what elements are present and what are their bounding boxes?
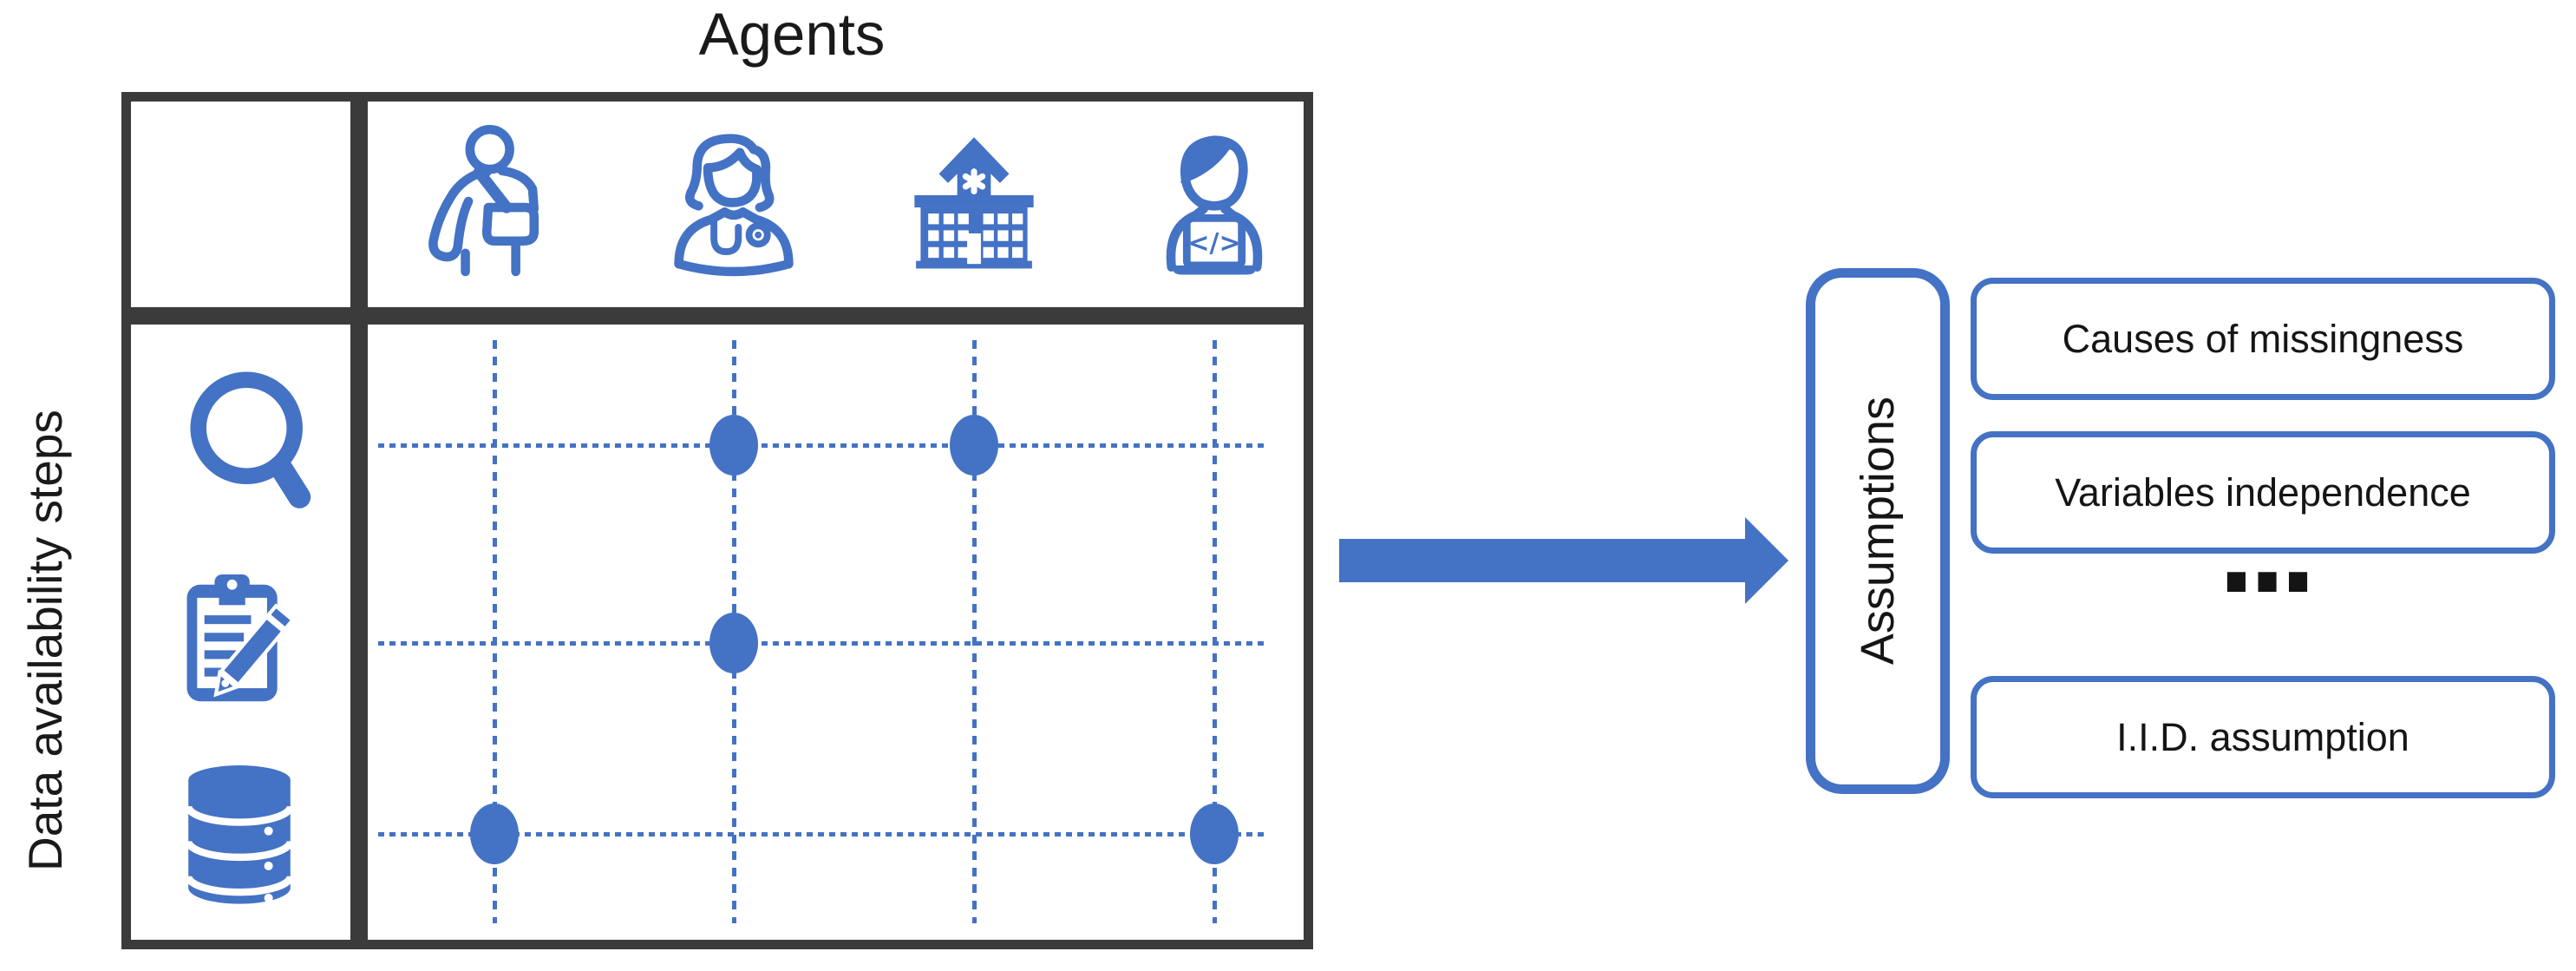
grid-column-line-patient <box>493 340 497 923</box>
assumption-item-label: I.I.D. assumption <box>2116 714 2409 759</box>
developer-laptop-icon: </> <box>1138 125 1291 278</box>
matrix-vertical-divider <box>350 102 368 940</box>
grid-column-line-hospital <box>972 340 977 923</box>
hospital-icon <box>898 125 1050 278</box>
svg-text:</>: </> <box>1187 228 1240 259</box>
assumption-item-iid-assumption: I.I.D. assumption <box>1971 676 2555 798</box>
intersection-dot <box>1190 804 1239 864</box>
assumption-item-label: Variables independence <box>2055 469 2471 515</box>
search-icon <box>163 367 324 528</box>
intersection-dot <box>950 415 998 476</box>
matrix-horizontal-divider <box>131 307 1304 325</box>
assumption-item-label: Causes of missingness <box>2062 316 2464 361</box>
assumptions-label: Assumptions <box>1852 397 1904 666</box>
agents-title: Agents <box>698 1 886 68</box>
clipboard-pencil-icon <box>167 570 312 716</box>
assumption-item-causes-of-missingness: Causes of missingness <box>1971 278 2555 400</box>
assumptions-ellipsis: ... <box>2216 496 2318 617</box>
grid-row-line-search <box>378 443 1265 448</box>
intersection-dot <box>709 415 758 476</box>
grid-row-line-storage <box>378 832 1265 837</box>
flow-arrow-shaft <box>1339 539 1745 582</box>
flow-arrow-head <box>1745 517 1788 604</box>
assumption-item-variables-independence: Variables independence <box>1971 431 2555 554</box>
grid-row-line-collection <box>378 641 1265 646</box>
patient-arm-sling-icon <box>418 125 571 278</box>
intersection-dot <box>470 804 519 864</box>
doctor-icon <box>657 125 810 278</box>
intersection-dot <box>709 613 758 673</box>
database-icon <box>167 761 312 907</box>
assumptions-box: Assumptions <box>1806 268 1950 794</box>
grid-column-line-developer <box>1213 340 1217 923</box>
data-availability-steps-label: Data availability steps <box>18 410 72 871</box>
